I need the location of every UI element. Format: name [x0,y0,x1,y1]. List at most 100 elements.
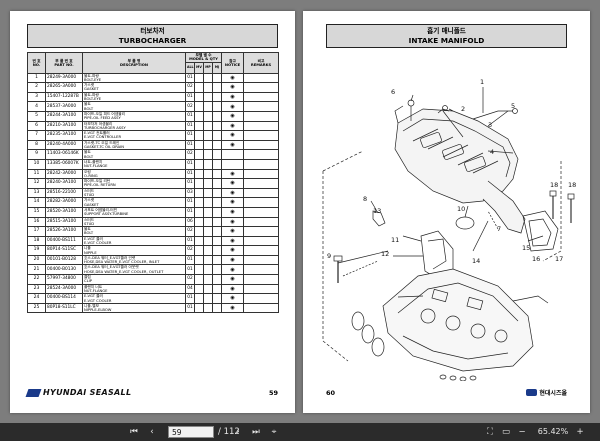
cell-remarks [243,82,280,93]
cell-part-no: 28524-3A000 [45,283,83,295]
cell-part-no: 28520-3A100 [45,206,83,218]
cell-qty-all: 01 [185,139,195,151]
fullscreen-button[interactable]: ⛶ [484,423,496,441]
cell-part-no: 28526-3A100 [45,226,83,237]
zoom-level[interactable]: 65.42% [537,427,569,436]
cell-no: 7 [27,130,46,141]
cell-qty-all: 01 [185,130,195,141]
cell-qty-all: 01 [185,293,195,304]
cell-qty-mv [194,226,204,237]
cell-qty-mj [211,187,223,199]
next-page-button[interactable]: › [232,423,244,441]
cell-qty-all: 01 [185,168,195,180]
cell-part-no: 00400-B0130 [45,264,83,276]
cell-qty-mp [203,283,213,295]
cell-qty-mj [211,206,223,218]
cell-remarks [243,206,280,218]
cell-qty-mv [194,254,204,266]
page-input[interactable]: 59 [168,426,214,438]
cell-qty-mj [211,293,223,304]
cell-remarks [243,245,280,256]
zoom-out-button[interactable]: − [516,423,528,441]
cell-part-no: 11403-06146K [45,149,83,160]
cell-qty-mj [211,178,223,189]
cell-remarks [243,72,280,84]
first-page-button[interactable]: ⏮ [128,423,140,441]
cell-notice: ◉ [221,216,245,228]
cell-remarks [243,168,280,180]
last-page-button[interactable]: ⏭ [250,423,262,441]
cell-qty-mp [203,293,213,304]
cell-remarks [243,187,280,199]
cell-qty-mj [211,91,223,103]
cell-part-no: 28242-3A000 [45,168,83,180]
cell-notice: ◉ [221,274,245,285]
page-number: 60 [326,389,336,397]
cell-notice: ◉ [221,82,245,93]
cell-part-no: 28265-3A000 [45,82,83,93]
logo-mark-icon [526,389,538,396]
right-page: 흡기 매니폴드 INTAKE MANIFOLD [303,11,590,413]
cell-qty-mv [194,264,204,276]
cell-qty-mj [211,139,223,151]
cell-notice: ◉ [221,139,245,151]
cell-notice: ◉ [221,226,245,237]
cell-qty-mp [203,178,213,189]
fullscreen-icon: ⛶ [487,427,493,437]
cell-qty-mv [194,293,204,304]
zoom-in-button[interactable]: + [574,423,586,441]
cell-no: 23 [27,283,46,295]
logo-mark-icon [25,388,42,397]
cell-qty-mv [194,149,204,160]
cell-no: 16 [27,216,46,228]
left-footer: HYUNDAI SEASALL 59 [25,388,278,400]
cell-qty-mp [203,130,213,141]
fit-page-button[interactable]: ▭ [500,423,512,441]
cell-qty-mj [211,245,223,256]
cell-qty-mj [211,264,223,276]
cell-notice: ◉ [221,178,245,189]
cell-qty-mj [211,158,223,170]
cell-qty-mj [211,235,223,247]
intake-manifold-diagram: 1 2 3 5 4 6 7 8 10 11 12 13 14 15 9 16 1… [322,78,576,381]
cell-qty-mj [211,101,223,112]
callout-16: 16 [532,255,540,263]
cell-qty-mp [203,168,213,180]
cell-remarks [243,302,280,314]
callout-4: 4 [490,148,494,156]
prev-icon: ‹ [150,427,154,437]
prev-page-button[interactable]: ‹ [146,423,158,441]
callout-13: 13 [373,207,381,215]
cell-qty-mj [211,168,223,180]
cell-part-no: 28282-3A000 [45,197,83,208]
cell-notice: ◉ [221,206,245,218]
cell-qty-mv [194,216,204,228]
cell-qty-mv [194,72,204,84]
select-tool-button[interactable]: ⌖ [268,423,280,441]
section-title-kr: 터보차저 [140,27,165,35]
section-title-en: INTAKE MANIFOLD [408,36,485,45]
cell-no: 3 [27,91,46,103]
qty-col-mp: MP [203,61,213,74]
cell-qty-mp [203,245,213,256]
cell-remarks [243,149,280,160]
cell-notice: ◉ [221,130,245,141]
cell-part-no: 28210-3A100 [45,120,83,132]
cell-qty-mp [203,254,213,266]
cell-notice: ◉ [221,235,245,247]
